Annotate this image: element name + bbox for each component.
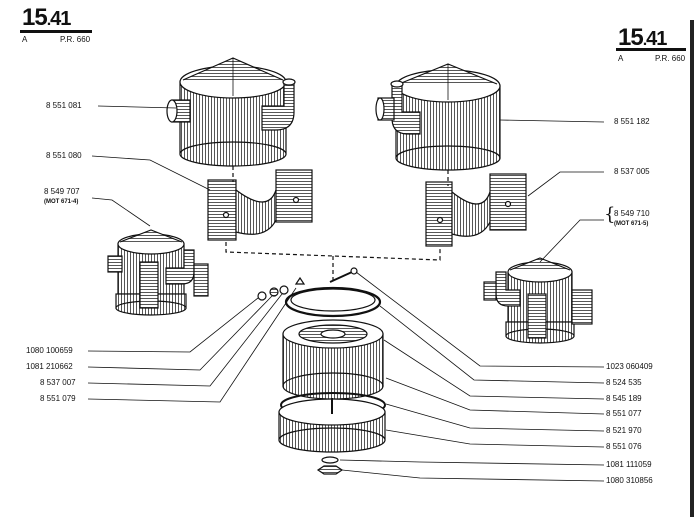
plate-code-left: 15.41 bbox=[22, 4, 71, 31]
part-label-1081210662: 1081 210662 bbox=[26, 362, 73, 371]
mounting-bracket-left bbox=[207, 169, 313, 241]
air-filter-housing-left bbox=[166, 57, 296, 167]
part-label-8551182: 8 551 182 bbox=[614, 117, 650, 126]
plate-letter-right: A bbox=[618, 54, 624, 63]
part-label-1080100659: 1080 100659 bbox=[26, 346, 73, 355]
part-label-1080310856: 1080 310856 bbox=[606, 476, 653, 485]
exploded-filter-stack bbox=[257, 267, 386, 475]
part-label-8551076: 8 551 076 bbox=[606, 442, 642, 451]
part-label-8537007: 8 537 007 bbox=[40, 378, 76, 387]
plate-rule-left bbox=[20, 30, 92, 33]
part-label-8524535: 8 524 535 bbox=[606, 378, 642, 387]
part-label-8551077: 8 551 077 bbox=[606, 409, 642, 418]
brace-symbol: { bbox=[604, 204, 616, 225]
part-label-8521970: 8 521 970 bbox=[606, 426, 642, 435]
part-label-8551079: 8 551 079 bbox=[40, 394, 76, 403]
leader-lines bbox=[87, 105, 605, 482]
washer-part bbox=[269, 287, 279, 297]
nut-part bbox=[257, 291, 267, 301]
filter-assembly-small-right bbox=[483, 257, 593, 344]
part-label-1023060409: 1023 060409 bbox=[606, 362, 653, 371]
part-label-8537005: 8 537 005 bbox=[614, 167, 650, 176]
clip-part bbox=[294, 276, 306, 285]
plate-ref-right: P.R. 660 bbox=[655, 54, 686, 63]
wing-nut bbox=[316, 465, 344, 475]
plate-code-main: 15 bbox=[618, 24, 644, 51]
plate-ref-left: P.R. 660 bbox=[60, 35, 91, 44]
clamp-band bbox=[284, 286, 382, 318]
plate-code-right: 15.41 bbox=[618, 24, 667, 51]
plate-letter-left: A bbox=[22, 35, 28, 44]
part-label-1081111059: 1081 111059 bbox=[606, 460, 652, 469]
clamp-bolt bbox=[329, 271, 353, 283]
part-note-mot-671-4: (MOT 671-4) bbox=[44, 199, 79, 205]
part-label-8551080: 8 551 080 bbox=[46, 151, 82, 160]
mounting-bracket-right bbox=[425, 173, 527, 247]
spacer-part bbox=[279, 285, 289, 295]
plate-code-dot: . bbox=[46, 12, 52, 29]
plate-code-main: 15 bbox=[22, 4, 48, 31]
page-edge-line bbox=[690, 20, 694, 517]
part-label-8549710: 8 549 710 bbox=[614, 209, 650, 218]
part-label-8545189: 8 545 189 bbox=[606, 394, 642, 403]
plate-code-sub: 41 bbox=[50, 8, 71, 30]
plate-rule-right bbox=[616, 48, 686, 51]
plate-code-dot: . bbox=[642, 32, 648, 49]
part-label-8549707: 8 549 707 bbox=[44, 187, 80, 196]
washer-bottom bbox=[321, 456, 339, 464]
assembly-dashed-lines bbox=[225, 166, 449, 284]
air-filter-housing-right bbox=[375, 63, 501, 171]
part-note-mot-671-5: (MOT 671-5) bbox=[614, 221, 649, 227]
plate-code-sub: 41 bbox=[646, 28, 667, 50]
part-label-8551081: 8 551 081 bbox=[46, 101, 82, 110]
filter-assembly-small-left bbox=[107, 229, 209, 316]
